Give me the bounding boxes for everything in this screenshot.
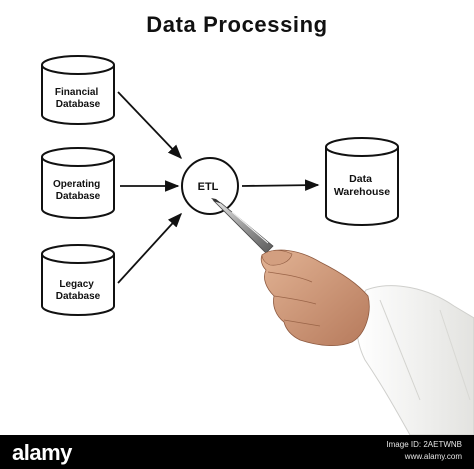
diagram-canvas: Data Processing Fi <box>41 12 474 435</box>
svg-text:Financial Database: Financial Database <box>55 87 101 110</box>
operating-database-cylinder: Operating Database <box>41 147 115 219</box>
data-warehouse-cylinder: Data Warehouse <box>325 137 399 226</box>
data-warehouse-label-1: Data <box>349 173 372 185</box>
hand-with-pen-photo <box>211 198 474 435</box>
operating-database-label-2: Database <box>56 191 101 202</box>
legacy-database-label-1: Legacy <box>59 279 94 290</box>
image-meta: Image ID: 2AETWNB www.alamy.com <box>386 439 462 463</box>
page-title: Data Processing <box>146 12 328 37</box>
alamy-logo: alamy <box>12 440 72 465</box>
financial-database-label-2: Database <box>56 99 101 110</box>
site-url-text: www.alamy.com <box>404 452 462 461</box>
hand <box>260 249 370 346</box>
image-id-text: Image ID: 2AETWNB <box>386 440 462 449</box>
financial-database-label-1: Financial <box>55 87 99 98</box>
pen <box>211 198 274 254</box>
svg-text:Legacy Database: Legacy Database <box>56 279 101 302</box>
watermark-footer: alamy Image ID: 2AETWNB www.alamy.com <box>0 435 474 469</box>
legacy-database-cylinder: Legacy Database <box>41 244 115 316</box>
financial-database-cylinder: Financial Database <box>41 55 115 125</box>
arrow-etl-to-warehouse <box>241 179 320 191</box>
svg-text:Operating Database: Operating Database <box>53 179 103 202</box>
svg-text:Data Warehouse: Data Warehouse <box>334 173 390 198</box>
arrow-legacy-to-etl <box>117 212 182 284</box>
arrow-financial-to-etl <box>117 91 182 160</box>
operating-database-label-1: Operating <box>53 179 100 190</box>
etl-node: ETL <box>181 157 239 215</box>
data-flow-diagram: Financial Database Operating Database Le… <box>41 55 474 435</box>
etl-label: ETL <box>198 181 219 193</box>
data-warehouse-label-2: Warehouse <box>334 186 390 198</box>
legacy-database-label-2: Database <box>56 291 101 302</box>
